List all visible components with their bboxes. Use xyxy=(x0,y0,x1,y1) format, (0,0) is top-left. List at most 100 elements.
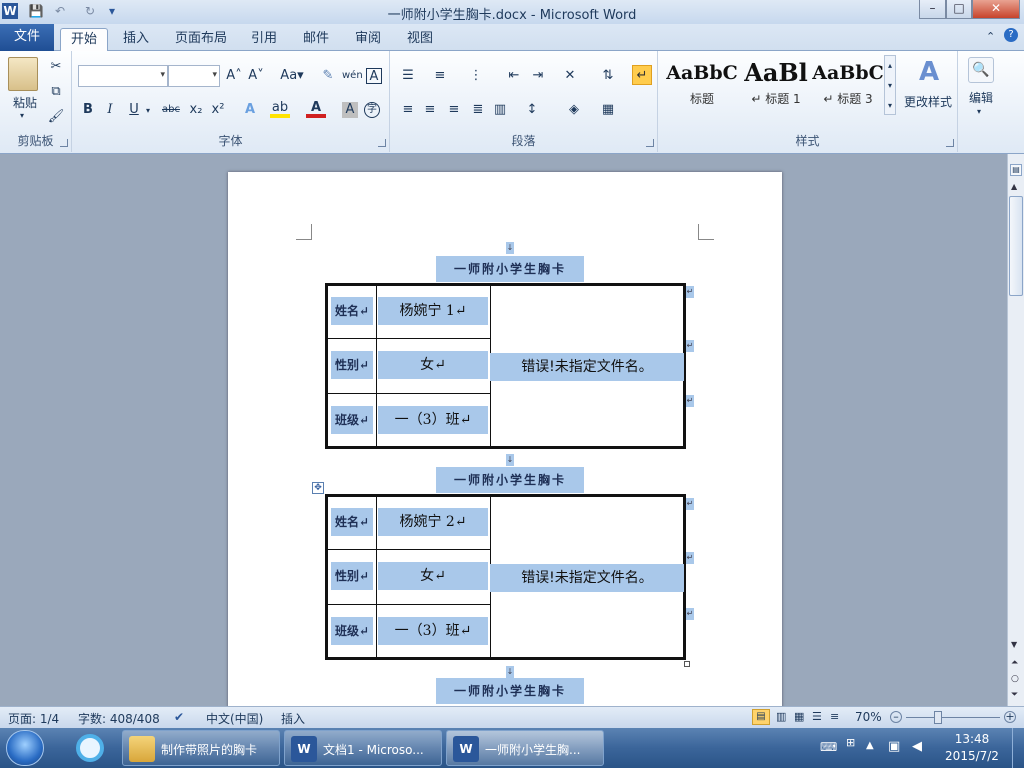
italic-button[interactable]: I xyxy=(107,102,113,117)
save-icon[interactable]: 💾 xyxy=(28,4,44,18)
grow-font-button[interactable]: A˄ xyxy=(226,68,242,83)
font-name-combo[interactable]: ▾ xyxy=(78,65,168,87)
justify-icon[interactable]: ≣ xyxy=(472,102,484,117)
language-status[interactable]: 中文(中国) xyxy=(206,712,264,726)
keyboard-icon[interactable]: ⌨ xyxy=(820,740,838,754)
customize-qat-icon[interactable]: ▾ xyxy=(108,4,116,18)
tab-view[interactable]: 视图 xyxy=(406,31,433,46)
align-left-icon[interactable]: ≡ xyxy=(402,102,414,117)
clipboard-launcher-icon[interactable] xyxy=(60,139,68,147)
redo-icon[interactable]: ↻ xyxy=(84,4,96,18)
borders-icon[interactable]: ▦ xyxy=(601,102,615,117)
zoom-level[interactable]: 70% xyxy=(855,710,882,724)
start-button[interactable] xyxy=(6,730,44,766)
scroll-down-icon[interactable]: ▼ xyxy=(1011,640,1018,649)
previous-page-icon[interactable]: ⏶ xyxy=(1011,658,1019,668)
document-page[interactable]: ↓ 一师附小学生胸卡 姓名↵ 杨婉宁 1↵ 性别↵ 女↵ 班级↵ 一（3）班↵ … xyxy=(228,172,782,712)
proofing-icon[interactable]: ✔ xyxy=(174,710,185,724)
table-resize-handle[interactable] xyxy=(684,661,690,667)
clock-time[interactable]: 13:48 xyxy=(954,732,990,746)
next-page-icon[interactable]: ⏷ xyxy=(1011,690,1019,700)
superscript-button[interactable]: x² xyxy=(211,102,225,117)
paragraph-launcher-icon[interactable] xyxy=(646,139,654,147)
draft-view-icon[interactable]: ≡ xyxy=(830,710,840,723)
tab-references[interactable]: 引用 xyxy=(250,31,277,46)
paste-button[interactable]: 粘贴 xyxy=(12,96,37,110)
tab-home[interactable]: 开始 xyxy=(60,28,108,51)
full-screen-view-icon[interactable]: ▥ xyxy=(776,710,787,723)
bold-button[interactable]: B xyxy=(83,102,93,117)
scroll-up-icon[interactable]: ▲ xyxy=(1011,182,1018,191)
print-layout-view-icon[interactable]: ▤ xyxy=(752,709,770,725)
word-count[interactable]: 字数: 408/408 xyxy=(78,712,160,726)
undo-icon[interactable]: ↶ xyxy=(54,4,66,18)
sort-icon[interactable]: ⇅ xyxy=(602,68,614,83)
cut-icon[interactable]: ✂ xyxy=(50,59,62,74)
text-effects-icon[interactable]: A xyxy=(244,102,256,117)
phonetic-guide-icon[interactable]: wén xyxy=(342,70,363,81)
page-count[interactable]: 页面: 1/4 xyxy=(8,712,60,726)
web-layout-view-icon[interactable]: ▦ xyxy=(794,710,805,723)
underline-dropdown-icon[interactable]: ▾ xyxy=(146,106,151,115)
editing-button[interactable]: 编辑 xyxy=(968,91,993,105)
paste-dropdown-icon[interactable]: ▾ xyxy=(20,111,25,120)
chinese-layout-icon[interactable]: ✕ xyxy=(564,68,576,83)
change-styles-icon[interactable]: A xyxy=(918,57,940,87)
styles-launcher-icon[interactable] xyxy=(946,139,954,147)
style-title[interactable]: AaBbC 标题 xyxy=(666,56,738,116)
shading-icon[interactable]: ◈ xyxy=(569,102,579,117)
tab-page-layout[interactable]: 页面布局 xyxy=(174,31,227,46)
select-browse-object-icon[interactable]: ○ xyxy=(1011,674,1019,684)
collapse-ribbon-icon[interactable]: ⌃ xyxy=(986,30,996,43)
copy-icon[interactable]: ⧉ xyxy=(51,84,61,99)
font-launcher-icon[interactable] xyxy=(378,139,386,147)
tab-review[interactable]: 审阅 xyxy=(354,31,381,46)
font-size-combo[interactable]: ▾ xyxy=(168,65,220,87)
ime-icon[interactable]: ⊞ xyxy=(846,736,856,749)
word-app-icon[interactable]: W xyxy=(2,3,18,19)
tab-file[interactable]: 文件 xyxy=(0,24,54,51)
outline-view-icon[interactable]: ☰ xyxy=(812,710,822,723)
bullets-icon[interactable]: ☰ xyxy=(402,68,414,83)
paste-icon[interactable] xyxy=(8,57,38,91)
help-icon[interactable]: ? xyxy=(1004,28,1018,42)
font-color-icon[interactable]: A xyxy=(306,100,326,118)
insert-mode-status[interactable]: 插入 xyxy=(281,712,306,726)
scroll-thumb[interactable] xyxy=(1009,196,1023,296)
styles-scroll[interactable]: ▴▾▾ xyxy=(884,55,896,115)
volume-icon[interactable]: ◀ xyxy=(912,739,922,754)
taskbar-word-badge-doc[interactable]: W 一师附小学生胸... xyxy=(446,730,604,766)
highlight-icon[interactable]: ab xyxy=(270,100,290,118)
format-painter-icon[interactable]: 🖌 xyxy=(47,109,65,124)
editing-dropdown-icon[interactable]: ▾ xyxy=(977,107,982,116)
tab-insert[interactable]: 插入 xyxy=(122,31,149,46)
find-icon[interactable]: 🔍 xyxy=(968,57,994,83)
table-move-handle-icon[interactable]: ✥ xyxy=(312,482,324,494)
align-right-icon[interactable]: ≡ xyxy=(448,102,460,117)
zoom-slider-track[interactable] xyxy=(906,717,1000,718)
shrink-font-button[interactable]: A˅ xyxy=(248,68,264,83)
clock-date[interactable]: 2015/7/2 xyxy=(945,749,999,763)
distributed-icon[interactable]: ▥ xyxy=(493,102,507,117)
vertical-scrollbar[interactable]: ▤ ▲ ▼ ⏶ ○ ⏷ xyxy=(1007,154,1024,706)
change-styles-button[interactable]: 更改样式 xyxy=(903,95,952,109)
taskbar-word-doc1[interactable]: W 文档1 - Microso... xyxy=(284,730,442,766)
clear-format-icon[interactable]: ✎ xyxy=(322,68,334,83)
minimize-button[interactable]: – xyxy=(919,0,946,19)
increase-indent-icon[interactable]: ⇥ xyxy=(532,68,544,83)
change-case-button[interactable]: Aa▾ xyxy=(280,68,304,83)
decrease-indent-icon[interactable]: ⇤ xyxy=(508,68,520,83)
zoom-slider-thumb[interactable] xyxy=(934,711,942,724)
show-marks-icon[interactable]: ↵ xyxy=(632,65,652,85)
enclose-char-icon[interactable]: 字 xyxy=(364,102,380,118)
style-heading1[interactable]: AaBl ↵ 标题 1 xyxy=(740,56,812,116)
close-button[interactable]: ✕ xyxy=(972,0,1020,19)
zoom-in-icon[interactable]: + xyxy=(1004,710,1016,723)
show-hidden-icons[interactable]: ▲ xyxy=(866,740,874,751)
strikethrough-button[interactable]: abc xyxy=(162,104,180,115)
char-shading-icon[interactable]: A xyxy=(342,102,358,118)
line-spacing-icon[interactable]: ↕ xyxy=(526,102,538,117)
style-heading3[interactable]: AaBbC ↵ 标题 3 xyxy=(812,56,884,116)
char-border-icon[interactable]: A xyxy=(366,68,382,84)
underline-button[interactable]: U xyxy=(129,102,139,117)
